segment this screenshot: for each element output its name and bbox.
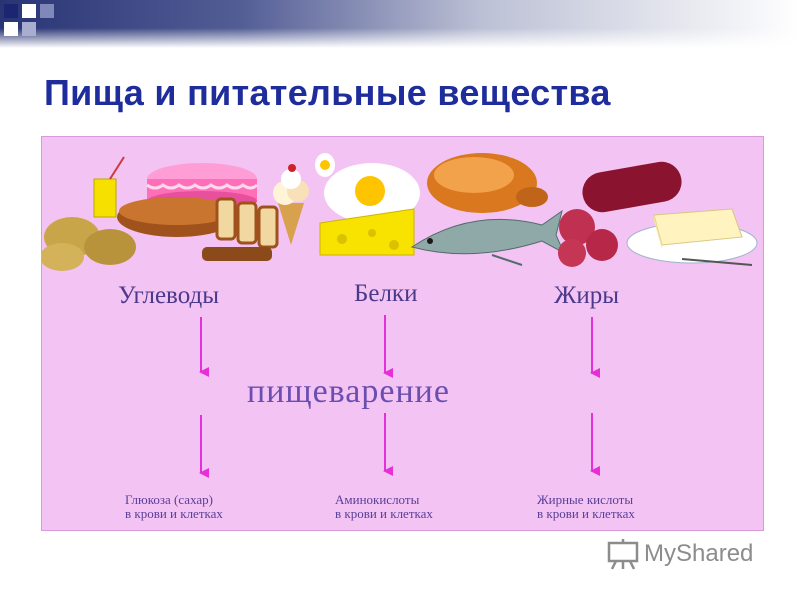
salami-illustration [558,161,682,267]
result-fatty-acids: Жирные кислоты в крови и клетках [537,493,635,521]
butter-illustration [626,208,758,266]
top-decorative-band [0,0,800,48]
ice-cream-illustration [273,164,309,245]
result-glucose: Глюкоза (сахар) в крови и клетках [125,493,223,521]
decor-square [22,22,36,36]
fish-illustration [410,209,566,266]
decor-square [40,4,54,18]
roast-chicken-illustration [427,153,548,213]
presentation-board-icon [607,539,639,570]
cheese-illustration [319,208,415,256]
category-proteins: Белки [354,280,418,307]
fried-egg-illustration [315,153,420,223]
food-illustration [42,153,758,478]
watermark-text: MyShared [644,540,754,567]
result-line: в крови и клетках [335,506,433,521]
diagram-panel: Углеводы Белки Жиры пищеварение Глюкоза … [41,136,764,531]
bread-illustration [117,197,279,261]
watermark-logo: MyShared [606,536,753,572]
category-carbohydrates: Углеводы [118,282,219,309]
process-digestion: пищеварение [247,373,450,410]
juice-glass-illustration [93,156,125,218]
result-line: в крови и клетках [125,506,223,521]
result-amino-acids: Аминокислоты в крови и клетках [335,493,433,521]
decor-square [4,4,18,18]
category-fats: Жиры [554,282,620,309]
result-line: в крови и клетках [537,506,635,521]
decor-square [22,4,36,18]
result-line: Жирные кислоты [537,492,634,507]
potatoes-illustration [42,217,136,271]
decor-square [4,22,18,36]
result-line: Глюкоза (сахар) [125,492,214,507]
slide-title: Пища и питательные вещества [44,72,611,113]
result-line: Аминокислоты [335,492,420,507]
